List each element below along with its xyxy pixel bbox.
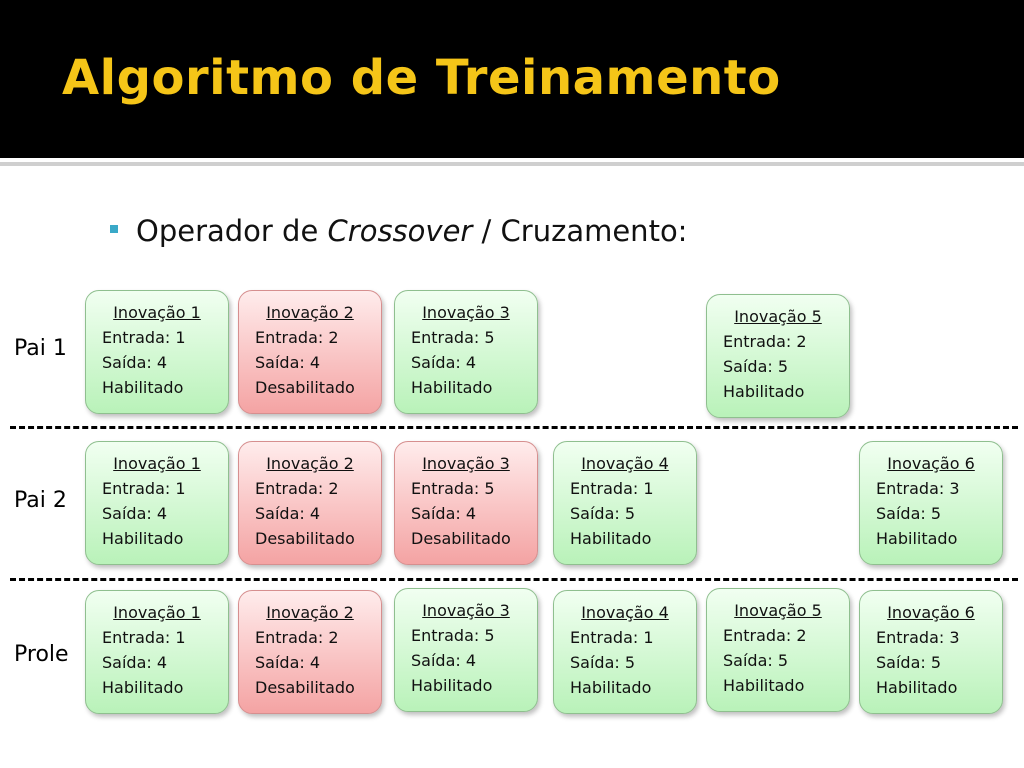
gene-status: Habilitado bbox=[102, 378, 184, 397]
bullet-text-prefix: Operador de bbox=[136, 214, 328, 248]
gene-card-inovacao-6: Inovação 6 Entrada: 3 Saída: 5 Habilitado bbox=[859, 441, 1003, 565]
gene-card-inovacao-1: Inovação 1 Entrada: 1 Saída: 4 Habilitado bbox=[85, 441, 229, 565]
gene-card-inovacao-2: Inovação 2 Entrada: 2 Saída: 4 Desabilitado bbox=[238, 290, 382, 414]
gene-status: Habilitado bbox=[723, 676, 805, 695]
gene-saida: Saída: 4 bbox=[255, 504, 321, 523]
gene-entrada: Entrada: 2 bbox=[255, 479, 339, 498]
gene-entrada: Entrada: 2 bbox=[255, 628, 339, 647]
gene-entrada: Entrada: 1 bbox=[102, 328, 186, 347]
gene-title: Inovação 5 bbox=[734, 307, 822, 326]
gene-title: Inovação 6 bbox=[887, 454, 975, 473]
gene-entrada: Entrada: 3 bbox=[876, 479, 960, 498]
slide-title: Algoritmo de Treinamento bbox=[62, 50, 781, 106]
gene-saida: Saída: 4 bbox=[102, 653, 168, 672]
gene-card-inovacao-2: Inovação 2 Entrada: 2 Saída: 4 Desabilitado bbox=[238, 441, 382, 565]
gene-saida: Saída: 5 bbox=[723, 651, 789, 670]
gene-card-inovacao-5: Inovação 5 Entrada: 2 Saída: 5 Habilitado bbox=[706, 294, 850, 418]
gene-title: Inovação 3 bbox=[422, 601, 510, 620]
gene-title: Inovação 1 bbox=[113, 303, 201, 322]
gene-status: Habilitado bbox=[876, 529, 958, 548]
gene-saida: Saída: 4 bbox=[255, 653, 321, 672]
gene-status: Desabilitado bbox=[255, 678, 355, 697]
gene-entrada: Entrada: 5 bbox=[411, 479, 495, 498]
gene-title: Inovação 6 bbox=[887, 603, 975, 622]
gene-status: Habilitado bbox=[102, 678, 184, 697]
gene-saida: Saída: 5 bbox=[723, 357, 789, 376]
gene-title: Inovação 3 bbox=[422, 303, 510, 322]
title-divider bbox=[0, 162, 1024, 166]
gene-card-inovacao-3: Inovação 3 Entrada: 5 Saída: 4 Habilitado bbox=[394, 290, 538, 414]
gene-status: Habilitado bbox=[570, 529, 652, 548]
gene-card-inovacao-1: Inovação 1 Entrada: 1 Saída: 4 Habilitado bbox=[85, 290, 229, 414]
gene-saida: Saída: 4 bbox=[411, 504, 477, 523]
gene-saida: Saída: 4 bbox=[255, 353, 321, 372]
gene-card-inovacao-2: Inovação 2 Entrada: 2 Saída: 4 Desabilitado bbox=[238, 590, 382, 714]
gene-status: Habilitado bbox=[411, 676, 493, 695]
gene-entrada: Entrada: 5 bbox=[411, 328, 495, 347]
gene-title: Inovação 1 bbox=[113, 454, 201, 473]
gene-entrada: Entrada: 1 bbox=[102, 628, 186, 647]
gene-entrada: Entrada: 1 bbox=[570, 479, 654, 498]
gene-card-inovacao-1: Inovação 1 Entrada: 1 Saída: 4 Habilitado bbox=[85, 590, 229, 714]
bullet-text-italic: Crossover bbox=[327, 214, 473, 248]
gene-status: Habilitado bbox=[876, 678, 958, 697]
gene-title: Inovação 1 bbox=[113, 603, 201, 622]
gene-entrada: Entrada: 3 bbox=[876, 628, 960, 647]
gene-entrada: Entrada: 1 bbox=[570, 628, 654, 647]
row-label-pai-2: Pai 2 bbox=[14, 488, 67, 513]
gene-title: Inovação 5 bbox=[734, 601, 822, 620]
gene-status: Desabilitado bbox=[255, 529, 355, 548]
gene-saida: Saída: 4 bbox=[411, 651, 477, 670]
gene-status: Desabilitado bbox=[411, 529, 511, 548]
title-bar: Algoritmo de Treinamento bbox=[0, 0, 1024, 158]
gene-saida: Saída: 4 bbox=[102, 353, 168, 372]
gene-status: Habilitado bbox=[102, 529, 184, 548]
gene-saida: Saída: 5 bbox=[876, 504, 942, 523]
gene-title: Inovação 3 bbox=[422, 454, 510, 473]
gene-status: Habilitado bbox=[411, 378, 493, 397]
gene-card-inovacao-4: Inovação 4 Entrada: 1 Saída: 5 Habilitado bbox=[553, 441, 697, 565]
gene-saida: Saída: 4 bbox=[102, 504, 168, 523]
gene-title: Inovação 4 bbox=[581, 454, 669, 473]
gene-status: Desabilitado bbox=[255, 378, 355, 397]
gene-card-inovacao-3: Inovação 3 Entrada: 5 Saída: 4 Desabilitado bbox=[394, 441, 538, 565]
gene-title: Inovação 2 bbox=[266, 303, 354, 322]
gene-entrada: Entrada: 5 bbox=[411, 626, 495, 645]
gene-entrada: Entrada: 2 bbox=[723, 332, 807, 351]
row-separator bbox=[10, 426, 1018, 429]
row-label-prole: Prole bbox=[14, 642, 69, 667]
gene-saida: Saída: 4 bbox=[411, 353, 477, 372]
gene-saida: Saída: 5 bbox=[570, 504, 636, 523]
gene-status: Habilitado bbox=[570, 678, 652, 697]
gene-title: Inovação 2 bbox=[266, 603, 354, 622]
bullet-text-suffix: / Cruzamento: bbox=[472, 214, 688, 248]
gene-title: Inovação 4 bbox=[581, 603, 669, 622]
gene-saida: Saída: 5 bbox=[570, 653, 636, 672]
row-label-pai-1: Pai 1 bbox=[14, 336, 67, 361]
gene-entrada: Entrada: 2 bbox=[255, 328, 339, 347]
row-separator bbox=[10, 578, 1018, 581]
gene-saida: Saída: 5 bbox=[876, 653, 942, 672]
bullet-item: Operador de Crossover / Cruzamento: bbox=[110, 214, 687, 248]
gene-card-inovacao-4: Inovação 4 Entrada: 1 Saída: 5 Habilitado bbox=[553, 590, 697, 714]
gene-card-inovacao-5: Inovação 5 Entrada: 2 Saída: 5 Habilitado bbox=[706, 588, 850, 712]
gene-card-inovacao-6: Inovação 6 Entrada: 3 Saída: 5 Habilitado bbox=[859, 590, 1003, 714]
gene-title: Inovação 2 bbox=[266, 454, 354, 473]
gene-card-inovacao-3: Inovação 3 Entrada: 5 Saída: 4 Habilitado bbox=[394, 588, 538, 712]
gene-entrada: Entrada: 1 bbox=[102, 479, 186, 498]
gene-entrada: Entrada: 2 bbox=[723, 626, 807, 645]
square-bullet-icon bbox=[110, 225, 118, 233]
gene-status: Habilitado bbox=[723, 382, 805, 401]
